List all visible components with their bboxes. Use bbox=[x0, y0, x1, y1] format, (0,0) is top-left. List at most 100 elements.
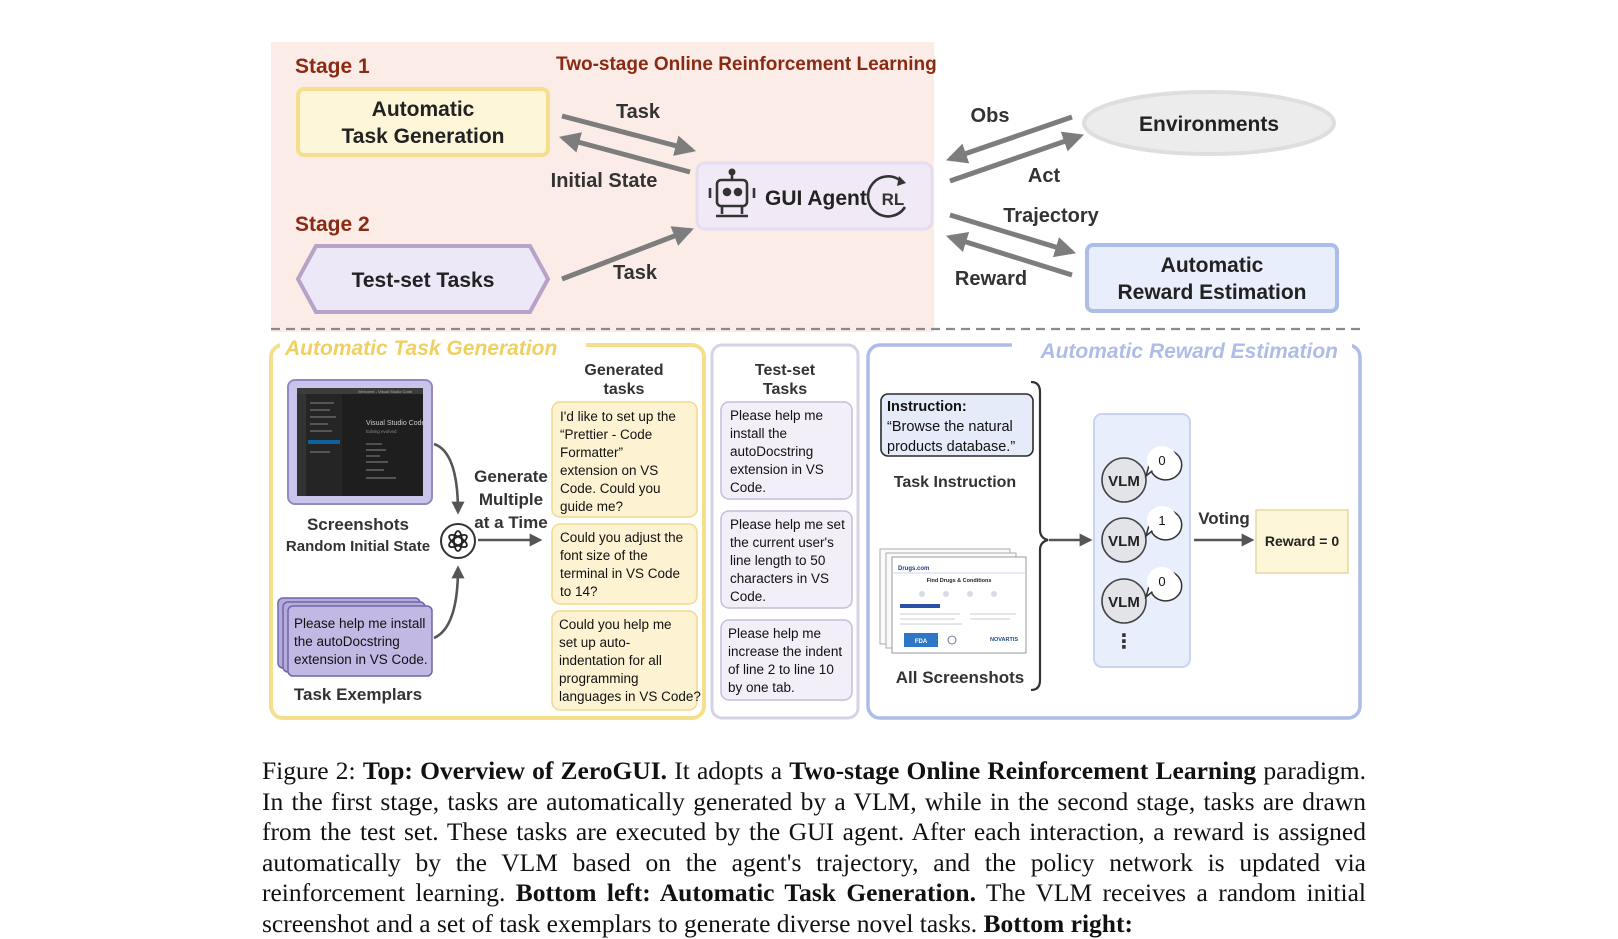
online-rl-title: Two-stage Online Reinforcement Learning bbox=[556, 54, 937, 75]
caption-bold-1: Top: Overview of ZeroGUI. bbox=[362, 756, 668, 785]
robot-icon bbox=[708, 168, 756, 218]
testset-task-3: Please help me increase the indent of li… bbox=[720, 619, 853, 701]
svg-text:Welcome - Visual Studio Code: Welcome - Visual Studio Code bbox=[358, 389, 413, 394]
svg-text:Please help me set: Please help me set bbox=[730, 517, 845, 532]
atg-box bbox=[296, 87, 550, 157]
exemplar-line3: extension in VS Code. bbox=[294, 652, 428, 667]
caption-text-1: It adopts a bbox=[674, 756, 783, 785]
svg-text:programming: programming bbox=[559, 671, 639, 686]
svg-text:line length to 50: line length to 50 bbox=[730, 553, 825, 568]
svg-text:VLM: VLM bbox=[1108, 533, 1140, 550]
arrow-reward bbox=[945, 231, 1073, 278]
caption-label: Figure 2: bbox=[262, 756, 356, 785]
vlm-judge-2: VLM 1 bbox=[1101, 506, 1183, 563]
svg-text:Could you adjust the: Could you adjust the bbox=[560, 530, 683, 545]
gui-agent-box bbox=[695, 161, 934, 231]
more-vlms-dots: ⋮ bbox=[1114, 629, 1134, 653]
arrow-act bbox=[949, 131, 1084, 184]
atg-box-line2: Task Generation bbox=[342, 125, 505, 148]
random-initial-label: Random Initial State bbox=[286, 538, 430, 555]
testset-box bbox=[295, 244, 551, 314]
task-exemplar-stack: Please help me install the autoDocstring… bbox=[277, 597, 433, 677]
svg-text:of line 2 to line 10: of line 2 to line 10 bbox=[728, 662, 834, 677]
label-trajectory: Trajectory bbox=[1003, 205, 1099, 227]
svg-text:by one tab.: by one tab. bbox=[728, 680, 795, 695]
label-task1: Task bbox=[616, 101, 661, 123]
reward-result: Reward = 0 bbox=[1265, 533, 1340, 549]
testset-header-1: Test-set bbox=[755, 362, 816, 379]
arrow-screenshot-to-vlm bbox=[433, 442, 465, 515]
svg-text:characters in VS: characters in VS bbox=[730, 571, 829, 586]
instruction-label: Instruction: bbox=[887, 399, 967, 415]
voting-label: Voting bbox=[1198, 509, 1250, 528]
svg-text:indentation for all: indentation for all bbox=[559, 653, 662, 668]
testset-task-2: Please help me set the current user's li… bbox=[720, 510, 853, 609]
svg-text:extension in VS: extension in VS bbox=[730, 462, 824, 477]
svg-text:autoDocstring: autoDocstring bbox=[730, 444, 813, 459]
exemplar-line2: the autoDocstring bbox=[294, 634, 400, 649]
environments-ellipse bbox=[1082, 90, 1336, 156]
instruction-box bbox=[880, 393, 1034, 457]
svg-text:Could you help me: Could you help me bbox=[559, 617, 672, 632]
arrow-obs bbox=[946, 114, 1073, 164]
caption-text-2: paradigm. In the first stage, tasks are … bbox=[262, 756, 1367, 907]
label-task2: Task bbox=[613, 262, 658, 284]
input-brace bbox=[1030, 380, 1049, 692]
rl-cycle-icon: RL bbox=[866, 175, 907, 218]
svg-text:guide me?: guide me? bbox=[560, 499, 623, 514]
svg-text:FDA: FDA bbox=[915, 639, 928, 645]
svg-text:Code. Could you: Code. Could you bbox=[560, 481, 661, 496]
are-box-line2: Reward Estimation bbox=[1117, 281, 1306, 304]
svg-text:Code.: Code. bbox=[730, 480, 766, 495]
svg-text:Find Drugs & Conditions: Find Drugs & Conditions bbox=[927, 578, 992, 584]
arrow-task-stage1 bbox=[561, 113, 697, 156]
caption-bold-2: Two-stage Online Reinforcement Learning bbox=[789, 756, 1257, 785]
label-act: Act bbox=[1028, 165, 1061, 187]
reward-result-box bbox=[1255, 509, 1349, 574]
svg-text:Editing evolved: Editing evolved bbox=[366, 429, 397, 434]
generated-tasks-header-1: Generated bbox=[584, 362, 663, 379]
svg-text:terminal in VS Code: terminal in VS Code bbox=[560, 566, 680, 581]
environments-label: Environments bbox=[1139, 113, 1279, 136]
arrow-initial-state bbox=[558, 132, 691, 175]
zerogui-figure: Stage 1 Two-stage Online Reinforcement L… bbox=[269, 42, 1362, 720]
generate-line2: Multiple bbox=[479, 490, 543, 509]
rl-label: RL bbox=[882, 190, 905, 209]
testset-task-1: Please help me install the autoDocstring… bbox=[720, 401, 853, 500]
are-box-line1: Automatic bbox=[1161, 254, 1264, 277]
label-reward: Reward bbox=[955, 268, 1027, 290]
label-obs: Obs bbox=[971, 105, 1010, 127]
svg-text:I'd like to set up the: I'd like to set up the bbox=[560, 409, 676, 424]
vote-2: 1 bbox=[1158, 513, 1165, 528]
svg-text:languages in VS Code?: languages in VS Code? bbox=[559, 689, 701, 704]
testset-box-label: Test-set Tasks bbox=[352, 269, 495, 292]
task-instruction-label: Task Instruction bbox=[894, 474, 1016, 491]
testset-header-2: Tasks bbox=[763, 381, 807, 398]
all-screenshots-stack: Drugs.com Find Drugs & Conditions FDA NO… bbox=[879, 548, 1027, 654]
svg-text:Code.: Code. bbox=[730, 589, 766, 604]
caption-bold-4: Bottom right: bbox=[983, 908, 1133, 938]
svg-text:install the: install the bbox=[730, 426, 787, 441]
vlm-judge-1: VLM 0 bbox=[1101, 446, 1183, 503]
svg-text:increase the indent: increase the indent bbox=[728, 644, 842, 659]
svg-text:VLM: VLM bbox=[1108, 594, 1140, 611]
stage1-label: Stage 1 bbox=[295, 55, 370, 78]
screenshots-label: Screenshots bbox=[307, 515, 409, 534]
instruction-text-1: “Browse the natural bbox=[887, 419, 1013, 435]
svg-text:the current user's: the current user's bbox=[730, 535, 834, 550]
generate-line3: at a Time bbox=[474, 513, 547, 532]
svg-text:NOVARTIS: NOVARTIS bbox=[990, 637, 1018, 643]
svg-text:Please help me: Please help me bbox=[728, 626, 821, 641]
vlm-logo-icon bbox=[440, 523, 476, 559]
svg-text:Please help me: Please help me bbox=[730, 408, 823, 423]
are-panel-title: Automatic Reward Estimation bbox=[1039, 340, 1338, 363]
arrow-exemplars-to-vlm bbox=[433, 565, 465, 640]
svg-text:“Prettier - Code: “Prettier - Code bbox=[560, 427, 652, 442]
are-box bbox=[1085, 243, 1339, 313]
atg-box-line1: Automatic bbox=[372, 98, 475, 121]
svg-text:VLM: VLM bbox=[1108, 473, 1140, 490]
exemplar-line1: Please help me install bbox=[294, 616, 425, 631]
generated-tasks-header-2: tasks bbox=[604, 381, 645, 398]
task-exemplars-label: Task Exemplars bbox=[294, 685, 422, 704]
vscode-screenshot: Welcome - Visual Studio Code Visual Stud… bbox=[287, 379, 433, 505]
